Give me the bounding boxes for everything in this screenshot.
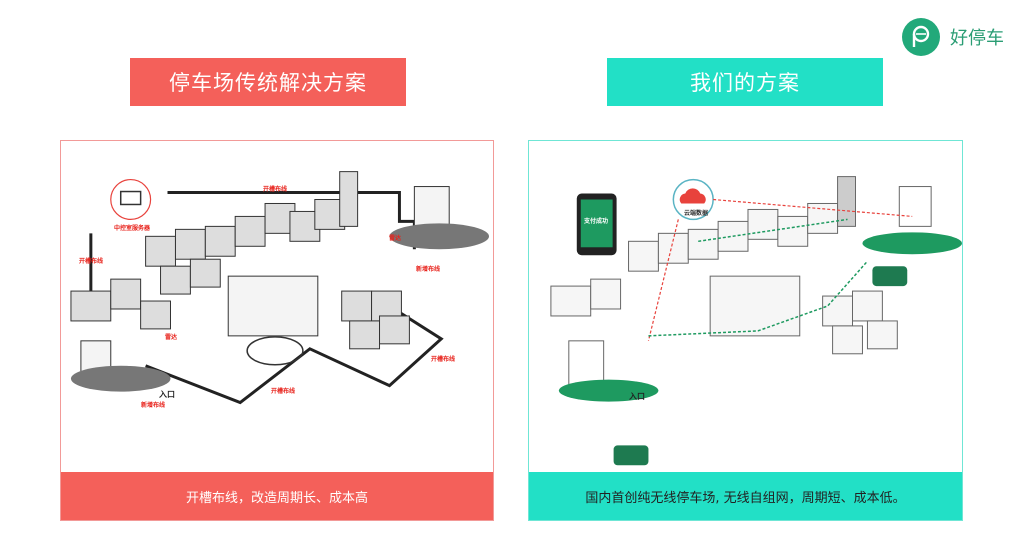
label-radar: 雷达 [165, 334, 178, 341]
label-new-wiring-right: 新增布线 [416, 266, 441, 273]
label-cloud-data: 云端数据 [684, 210, 709, 217]
parking-p-icon [902, 18, 940, 56]
label-trench-bottom: 开槽布线 [271, 388, 296, 395]
label-trench: 开槽布线 [79, 258, 104, 265]
traditional-solution-panel: 中控室服务器 开槽布线 开槽布线 开槽布线 开槽布线 雷达 雷达 新增布线 新增… [60, 140, 494, 521]
our-solution-panel: 支付成功 云端数据 入口 国内首创纯无线停车场, 无线自组网，周期短、成本低。 [528, 140, 963, 521]
label-radar-right: 雷达 [389, 235, 402, 242]
label-entrance: 入口 [629, 392, 645, 401]
our-solution-title: 我们的方案 [607, 58, 883, 106]
traditional-solution-title: 停车场传统解决方案 [130, 58, 406, 106]
our-solution-caption: 国内首创纯无线停车场, 无线自组网，周期短、成本低。 [529, 472, 962, 520]
label-server: 中控室服务器 [114, 225, 151, 232]
label-new-wiring: 新增布线 [141, 402, 166, 409]
label-trench-right: 开槽布线 [431, 356, 456, 363]
label-entrance: 入口 [159, 390, 175, 399]
brand-logo: 好停车 [902, 18, 1004, 56]
traditional-caption: 开槽布线，改造周期长、成本高 [61, 472, 493, 520]
label-trench-top: 开槽布线 [263, 186, 288, 193]
wireless-parking-illustration [550, 176, 962, 466]
traditional-parking-illustration [70, 171, 490, 405]
brand-name: 好停车 [950, 28, 1004, 49]
server-monitor-icon [110, 178, 152, 221]
label-payment-success: 支付成功 [584, 218, 609, 225]
